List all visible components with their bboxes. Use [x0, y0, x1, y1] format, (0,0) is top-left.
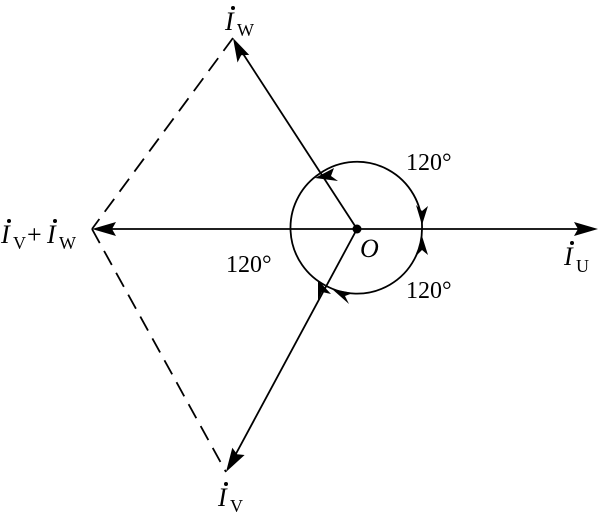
angle-label-left: 120° [226, 252, 272, 278]
label-sum-symbol-2: I [46, 220, 57, 249]
label-iu-dot [570, 241, 574, 245]
label-iv: I V [217, 482, 243, 514]
dashed-side-lower [91, 228, 227, 473]
label-sum-symbol-1: I [0, 220, 11, 249]
label-iu: I U [563, 241, 589, 276]
arc-arrow-lower-right [332, 289, 353, 304]
angle-arc-left [289, 172, 326, 287]
label-iv-symbol: I [217, 483, 228, 512]
label-iw-subscript: W [237, 20, 254, 40]
label-iu-subscript: U [576, 256, 589, 276]
phasor-iu-arrowhead [574, 222, 598, 236]
label-sum-dot-1 [7, 219, 11, 223]
label-sum-subscript-2: W [59, 233, 76, 253]
angle-label-bottom-right: 120° [406, 278, 452, 304]
label-iw-symbol: I [224, 7, 235, 36]
label-iw: I W [224, 6, 254, 40]
origin-dot [352, 224, 362, 234]
phasor-iw-line [237, 45, 358, 230]
label-sum-dot-2 [53, 219, 57, 223]
phasor-iv-line [230, 228, 358, 464]
dashed-side-upper [91, 37, 234, 230]
label-iv-subscript: V [230, 496, 243, 514]
label-sum-subscript-1: V [13, 233, 26, 253]
label-iv-dot [224, 482, 228, 486]
arc-arrow-right-top [416, 205, 428, 225]
angle-label-top-right: 120° [406, 150, 452, 176]
label-iw-dot [231, 6, 235, 10]
phasor-iv-arrowhead [226, 447, 245, 472]
arc-arrow-upper-left [315, 168, 338, 181]
label-sum: I V + I W [0, 219, 76, 253]
arc-arrow-lower-left [318, 280, 331, 300]
arc-arrow-right-bottom [416, 236, 428, 256]
label-iu-symbol: I [563, 242, 574, 271]
phasor-sum-arrowhead [92, 222, 116, 236]
label-sum-operator: + [27, 220, 42, 249]
origin-label: O [360, 234, 379, 263]
phasor-iw-arrowhead [233, 38, 250, 63]
